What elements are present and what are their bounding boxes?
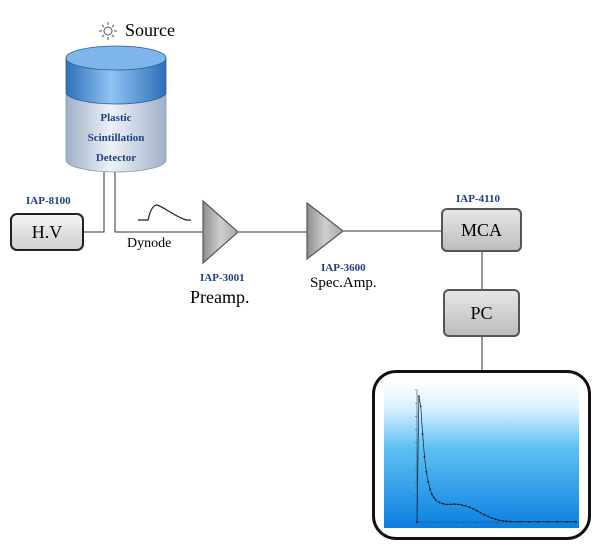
hv-model-code: IAP-8100 [26,195,71,207]
spec-amp-label: Spec.Amp. [310,275,377,291]
data-point [442,502,445,505]
data-point [556,520,559,523]
data-point [565,520,568,523]
data-point [434,499,437,501]
data-point [429,488,431,491]
detector-label: Plastic Scintillation Detector [66,108,166,168]
preamp-triangle [202,199,239,265]
preamp-model-code: IAP-3001 [200,272,245,284]
source-label: Source [125,20,175,40]
data-point [509,520,512,523]
data-point [449,503,452,506]
data-point [472,507,475,510]
data-point [490,517,493,519]
pc-box: PC [443,289,520,337]
data-point [528,520,531,523]
data-point [483,513,486,516]
data-point [423,455,426,458]
data-point [432,496,435,499]
mca-label: MCA [460,219,502,240]
hv-box: H.V [10,213,84,251]
pulse-shape-icon [138,204,191,221]
wire-dynode-preamp [114,172,203,233]
data-point [421,433,424,435]
data-point [498,519,501,522]
monitor [372,370,591,540]
pc-label: PC [470,302,493,323]
data-point [547,520,549,523]
data-point [494,518,497,521]
data-point [464,505,467,507]
connection-wires [84,172,483,370]
detector-label-line: Scintillation [87,132,145,144]
sun-icon [99,22,117,40]
data-point [487,515,489,518]
spec-amp-triangle [306,201,344,261]
dynode-label: Dynode [127,236,172,251]
detector-cylinder [65,45,167,173]
data-point [518,520,521,523]
data-point [431,493,433,496]
data-point [446,503,448,506]
spec-amp-model-code: IAP-3600 [321,262,366,274]
spectrum-screen [384,382,579,528]
data-point [419,405,422,408]
data-point [416,521,418,523]
data-point [575,520,577,523]
data-point [537,520,540,523]
detector-label-line: Plastic [100,112,132,124]
data-point [460,504,463,506]
spectrum-trace [416,396,576,523]
data-point [475,509,478,512]
spectrum-plot [415,389,577,524]
wire-hv-detector [84,172,105,233]
data-point [425,470,428,473]
data-point [417,395,420,398]
screen-background [384,382,579,528]
mca-box: MCA [441,208,522,252]
mca-model-code: IAP-4110 [456,193,500,205]
preamp-label: Preamp. [190,287,250,307]
data-point [453,503,456,506]
data-point [457,503,460,506]
data-point [502,519,504,522]
data-point [468,506,471,509]
detector-label-line: Detector [95,152,137,164]
data-point [505,520,508,523]
data-point [427,480,430,483]
data-point [438,501,441,504]
hv-label: H.V [31,221,63,242]
data-point [479,511,482,514]
